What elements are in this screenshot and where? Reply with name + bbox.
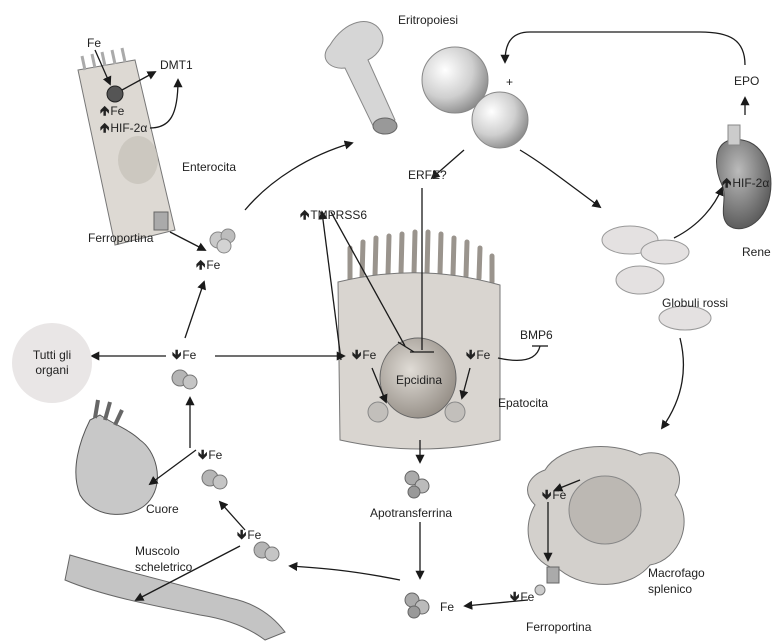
fe-muscle-text: Fe (247, 528, 261, 542)
down-arrow-icon: 🡻 (352, 347, 361, 362)
fe-hepatocyte-left-text: Fe (362, 348, 376, 362)
globuli-rossi-label: Globuli rossi (662, 296, 728, 310)
rene-label: Rene (742, 245, 771, 259)
fe-export-label: 🡻Fe (510, 590, 534, 604)
transferrin-fe-protein (405, 593, 429, 618)
up-arrow-icon: 🡹 (100, 103, 109, 118)
enterocyte-cell (78, 48, 175, 245)
tutti-gli-label: Tutti gli (12, 348, 92, 362)
fe-left-text: Fe (182, 348, 196, 362)
organi-label: organi (12, 363, 92, 377)
hif2a-kidney-text: HIF-2α (732, 176, 769, 190)
tmprss6-label: 🡹TMPRSS6 (300, 208, 367, 222)
scheletrico-label: scheletrico (135, 560, 192, 574)
fe-hepatocyte-right-text: Fe (476, 348, 490, 362)
splenico-label: splenico (648, 582, 692, 596)
muscolo-label: Muscolo (135, 544, 180, 558)
hif2a-kidney-label: 🡹HIF-2α (722, 176, 769, 190)
red-blood-cells (602, 226, 711, 330)
fe-after-enterocyte-label: 🡹Fe (196, 258, 220, 272)
eritropoiesi-label: Eritropoiesi (398, 13, 458, 27)
down-arrow-icon: 🡻 (237, 527, 246, 542)
dmt1-label: DMT1 (160, 58, 193, 72)
fe-macrophage-label: 🡻Fe (542, 488, 566, 502)
enterocyte-fe-text: Fe (110, 104, 124, 118)
down-arrow-icon: 🡻 (198, 447, 207, 462)
fe-hepatocyte-left-label: 🡻Fe (352, 348, 376, 362)
fe-after-enterocyte-text: Fe (206, 258, 220, 272)
iron-cluster-muscle (254, 542, 279, 561)
hif2a-enterocyte-label: 🡹HIF-2α (100, 121, 147, 135)
up-arrow-icon: 🡹 (300, 207, 309, 222)
hepatocyte-cell (338, 232, 500, 449)
fe-heart-label: 🡻Fe (198, 448, 222, 462)
epcidina-label: Epcidina (396, 373, 442, 387)
bmp6-label: BMP6 (520, 328, 553, 342)
fe-macrophage-text: Fe (552, 488, 566, 502)
apotransferrina-label: Apotransferrina (370, 506, 452, 520)
up-arrow-icon: 🡹 (722, 175, 731, 190)
fe-heart-text: Fe (208, 448, 222, 462)
erythroblast-2 (472, 92, 528, 148)
fe-left-label: 🡻Fe (172, 348, 196, 362)
cuore-label: Cuore (146, 502, 179, 516)
ferroportina-macrophage-label: Ferroportina (526, 620, 591, 634)
down-arrow-icon: 🡻 (172, 347, 181, 362)
enterocita-label: Enterocita (182, 160, 236, 174)
plus-sign: + (506, 75, 513, 89)
tmprss6-text: TMPRSS6 (310, 208, 367, 222)
epatocita-label: Epatocita (498, 396, 548, 410)
bone-marrow (325, 22, 397, 134)
enterocyte-iron-cluster (210, 229, 235, 253)
up-arrow-icon: 🡹 (196, 257, 205, 272)
iron-cluster-left (172, 370, 197, 389)
fe-dietary-label: Fe (87, 36, 101, 50)
down-arrow-icon: 🡻 (542, 487, 551, 502)
iron-cluster-heart (202, 470, 227, 489)
down-arrow-icon: 🡻 (466, 347, 475, 362)
fe-muscle-label: 🡻Fe (237, 528, 261, 542)
heart (76, 400, 158, 514)
fe-hepatocyte-right-label: 🡻Fe (466, 348, 490, 362)
hif2a-enterocyte-text: HIF-2α (110, 121, 147, 135)
ferroportina-enterocyte-label: Ferroportina (88, 231, 153, 245)
all-organs-circle: Tutti gli organi (12, 323, 92, 403)
fe-bottom-label: Fe (440, 600, 454, 614)
up-arrow-icon: 🡹 (100, 120, 109, 135)
erfe-label: ERFE? (408, 168, 447, 182)
fe-export-text: Fe (520, 590, 534, 604)
epo-label: EPO (734, 74, 759, 88)
down-arrow-icon: 🡻 (510, 589, 519, 604)
enterocyte-fe-up-label: 🡹Fe (100, 104, 124, 118)
apotransferrin-protein (405, 471, 429, 498)
macrofago-label: Macrofago (648, 566, 705, 580)
